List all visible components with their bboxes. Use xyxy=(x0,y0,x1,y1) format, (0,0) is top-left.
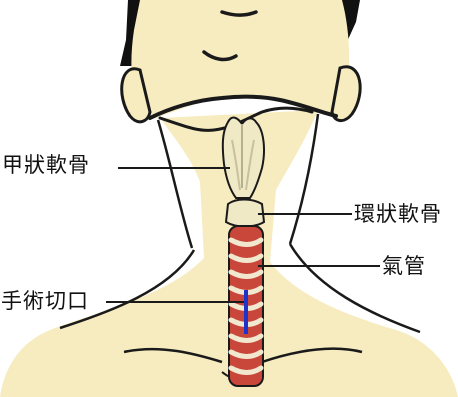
face xyxy=(131,0,349,120)
label-cricoid-cartilage: 環狀軟骨 xyxy=(354,202,442,226)
label-incision-site: 手術切口 xyxy=(1,289,89,313)
label-thyroid-cartilage: 甲狀軟骨 xyxy=(2,153,90,177)
label-trachea: 氣管 xyxy=(382,254,426,278)
